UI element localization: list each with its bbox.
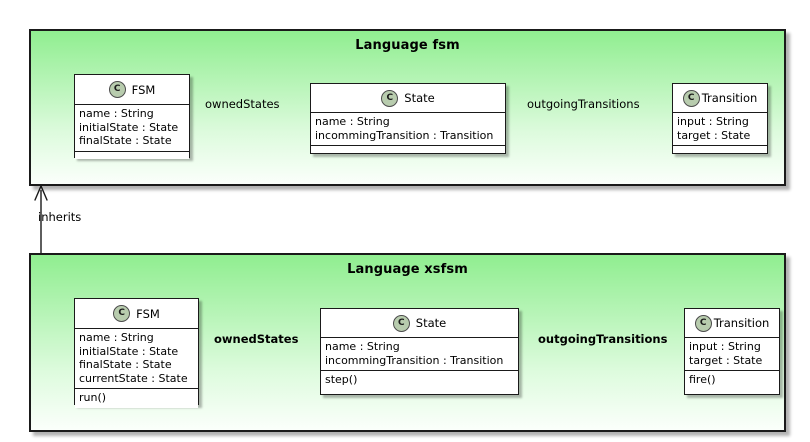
operation-item: fire() [689, 373, 716, 386]
attribute-item: target : State [689, 353, 763, 367]
attribute-item: finalState : State [79, 134, 172, 147]
class-box-fsm-top[interactable]: C FSM name : String initialState : State… [74, 74, 190, 159]
operations-compartment [75, 150, 189, 159]
attribute-item: initialState : State [79, 344, 179, 358]
class-header-fsm-bottom: C FSM [75, 299, 198, 329]
operations-compartment [311, 145, 505, 153]
class-stereotype-icon: C [682, 89, 700, 107]
inherits-label: inherits [38, 210, 82, 224]
operations-compartment: fire() [685, 370, 779, 390]
operation-item: step() [325, 373, 358, 386]
attribute-item: name : String [79, 331, 154, 344]
class-header-fsm-top: C FSM [75, 75, 189, 105]
class-name-label: FSM [131, 82, 156, 97]
attribute-item: initialState : State [79, 120, 179, 134]
attributes-compartment: input : String target : State [685, 338, 779, 370]
class-header-state-top: C State [311, 84, 505, 113]
inherits-arrowhead-icon [34, 184, 48, 201]
association-label-ownedstates-top: ownedStates [205, 97, 280, 111]
attribute-item: currentState : State [79, 371, 188, 385]
attribute-item: finalState : State [79, 358, 172, 371]
package-title-xsfsm: Language xsfsm [347, 262, 468, 277]
class-box-state-bottom[interactable]: C State name : String incommingTransitio… [320, 308, 519, 395]
class-stereotype-icon: C [108, 81, 126, 98]
attribute-item: name : String [79, 107, 154, 120]
class-stereotype-icon: C [392, 314, 410, 332]
attributes-compartment: input : String target : State [673, 113, 767, 145]
operations-compartment [673, 145, 767, 153]
class-box-transition-bottom[interactable]: C Transition input : String target : Sta… [684, 308, 780, 395]
class-box-transition-top[interactable]: C Transition input : String target : Sta… [672, 83, 768, 154]
class-name-label: State [415, 316, 447, 330]
association-label-ownedstates-bottom: ownedStates [214, 332, 299, 346]
attribute-item: incommingTransition : Transition [325, 353, 504, 367]
attribute-item: incommingTransition : Transition [315, 128, 494, 142]
attributes-compartment: name : String incommingTransition : Tran… [311, 113, 505, 145]
attribute-item: input : String [677, 115, 749, 128]
attribute-item: target : State [677, 128, 751, 142]
attributes-compartment: name : String initialState : State final… [75, 105, 189, 151]
association-label-outgoingtransitions-top: outgoingTransitions [527, 97, 640, 111]
operations-compartment: run() [75, 388, 198, 408]
attribute-item: name : String [325, 340, 400, 353]
attributes-compartment: name : String incommingTransition : Tran… [321, 338, 518, 370]
package-title-fsm: Language fsm [355, 38, 460, 53]
class-name-label: FSM [136, 306, 160, 321]
attribute-item: name : String [315, 115, 390, 128]
class-box-fsm-bottom[interactable]: C FSM name : String initialState : State… [74, 298, 199, 408]
operation-item: run() [79, 391, 107, 404]
class-header-transition-bottom: C Transition [685, 309, 779, 338]
attribute-item: input : String [689, 340, 761, 353]
class-header-state-bottom: C State [321, 309, 518, 338]
class-name-label: State [404, 91, 435, 105]
class-stereotype-icon: C [694, 314, 712, 332]
class-box-state-top[interactable]: C State name : String incommingTransitio… [310, 83, 506, 154]
class-stereotype-icon: C [113, 305, 131, 322]
class-header-transition-top: C Transition [673, 84, 767, 113]
operations-compartment: step() [321, 370, 518, 390]
class-stereotype-icon: C [381, 89, 399, 107]
class-name-label: Transition [701, 91, 758, 105]
association-label-outgoingtransitions-bottom: outgoingTransitions [538, 332, 668, 346]
class-name-label: Transition [713, 316, 770, 330]
attributes-compartment: name : String initialState : State final… [75, 329, 198, 388]
